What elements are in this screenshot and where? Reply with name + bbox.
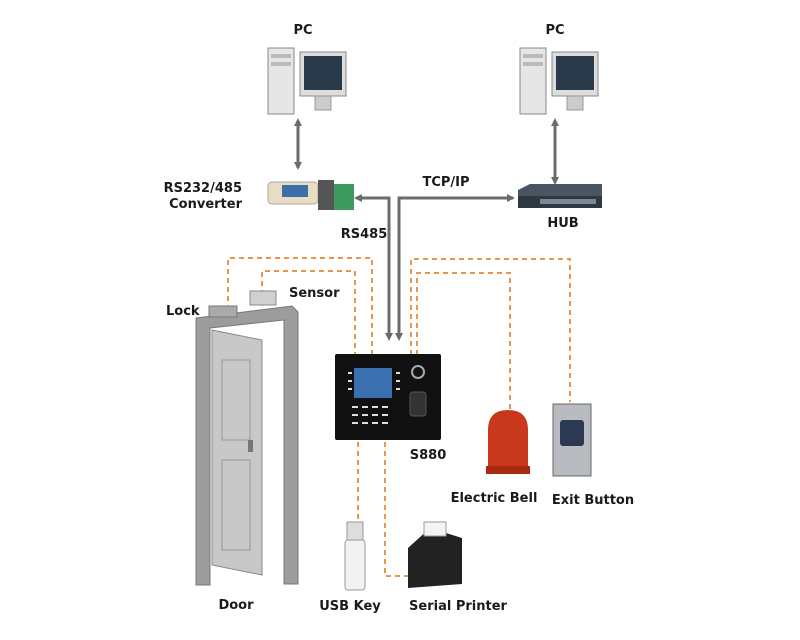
rs485-cable: [354, 194, 393, 341]
pc-right: [519, 47, 599, 115]
exit-button-device: [552, 403, 592, 477]
printer-wire: [384, 442, 408, 577]
usb-key-label: USB Key: [319, 599, 381, 614]
hub-device: [518, 184, 602, 208]
sensor-label: Sensor: [289, 286, 340, 301]
lock-label: Lock: [166, 304, 200, 319]
pc-left-label: PC: [293, 23, 312, 38]
sensor-wire: [261, 270, 356, 355]
serial-printer-label: Serial Printer: [409, 599, 507, 614]
door-label: Door: [218, 598, 254, 613]
pc-right-label: PC: [545, 23, 564, 38]
sensor-device: [249, 290, 277, 306]
cables: [294, 118, 559, 341]
converter-label-line2: Converter: [169, 197, 242, 212]
electric-bell-label: Electric Bell: [451, 491, 538, 506]
exit-button-label: Exit Button: [552, 493, 634, 508]
door: [195, 305, 299, 586]
rs232-485-converter: [267, 180, 354, 210]
tcpip-cable: [395, 194, 515, 341]
lock-device: [208, 305, 238, 318]
rs485-label: RS485: [341, 227, 388, 242]
s880-label: S880: [410, 448, 447, 463]
serial-printer: [408, 521, 462, 588]
hub-label: HUB: [547, 216, 578, 231]
tcpip-label: TCP/IP: [422, 175, 469, 190]
s880-terminal: [335, 354, 441, 440]
usb-key: [344, 521, 366, 591]
converter-label-line1: RS232/485: [164, 181, 242, 196]
electric-bell: [486, 410, 530, 474]
pc-left: [267, 47, 347, 115]
